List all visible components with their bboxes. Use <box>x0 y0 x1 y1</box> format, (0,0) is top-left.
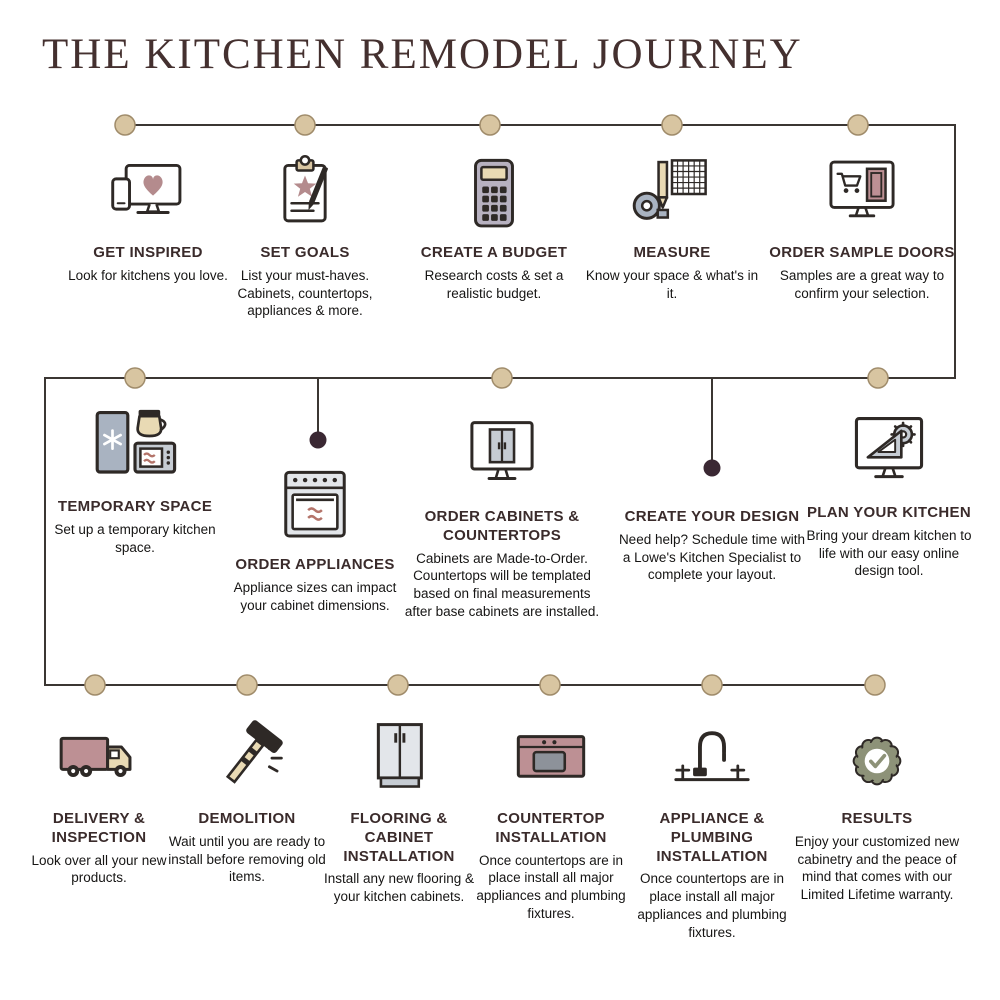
step-demolition: DEMOLITION Wait until you are ready to i… <box>162 710 332 886</box>
badge-check-icon <box>785 710 969 802</box>
step-create-your-design: CREATE YOUR DESIGN Need help? Schedule t… <box>617 500 807 584</box>
step-title: DEMOLITION <box>198 810 296 827</box>
page-title: THE KITCHEN REMODEL JOURNEY <box>42 31 803 78</box>
step-desc: Set up a temporary kitchen space. <box>54 521 216 555</box>
step-desc: Install any new flooring & your kitchen … <box>323 871 475 905</box>
step-order-appliances: ORDER APPLIANCES Appliance sizes can imp… <box>225 458 405 614</box>
step-title: ORDER SAMPLE DOORS <box>769 244 955 261</box>
step-order-cabinets-countertops: ORDER CABINETS & COUNTERTOPS Cabinets ar… <box>404 408 600 621</box>
step-appliance-plumbing-installation: APPLIANCE & PLUMBING INSTALLATION Once c… <box>622 710 802 942</box>
step-order-sample-doors: ORDER SAMPLE DOORS Samples are a great w… <box>764 146 960 302</box>
countertop-sink-icon <box>465 710 637 802</box>
step-title: RESULTS <box>841 810 913 827</box>
step-title: CREATE YOUR DESIGN <box>624 508 800 525</box>
step-delivery-inspection: DELIVERY & INSPECTION Look over all your… <box>18 710 180 887</box>
faucet-icon <box>622 710 802 802</box>
tape-measure-icon <box>582 146 762 236</box>
step-title: DELIVERY & INSPECTION <box>51 810 147 846</box>
monitor-cart-door-icon <box>764 146 960 236</box>
step-desc: Look for kitchens you love. <box>68 267 228 283</box>
step-desc: List your must-haves. Cabinets, countert… <box>237 267 373 319</box>
step-title: PLAN YOUR KITCHEN <box>807 504 971 521</box>
step-desc: Know your space & what's in it. <box>585 267 759 301</box>
step-desc: Once countertops are in place install al… <box>637 871 787 940</box>
step-measure: MEASURE Know your space & what's in it. <box>582 146 762 302</box>
sledgehammer-icon <box>162 710 332 802</box>
step-desc: Wait until you are ready to install befo… <box>168 833 326 885</box>
truck-icon <box>18 710 180 802</box>
step-desc: Need help? Schedule time with a Lowe's K… <box>618 531 806 583</box>
step-countertop-installation: COUNTERTOP INSTALLATION Once countertops… <box>465 710 637 923</box>
step-title: ORDER APPLIANCES <box>235 556 395 573</box>
journey-node-dots <box>84 114 889 696</box>
step-desc: Enjoy your customized new cabinetry and … <box>794 833 960 903</box>
step-get-inspired: GET INSPIRED Look for kitchens you love. <box>58 146 238 285</box>
step-title: MEASURE <box>633 244 711 261</box>
mini-kitchen-icon <box>50 396 220 490</box>
step-results: RESULTS Enjoy your customized new cabine… <box>785 710 969 904</box>
step-desc: Research costs & set a realistic budget. <box>424 267 564 301</box>
clipboard-star-icon <box>215 146 395 236</box>
step-desc: Bring your dream kitchen to life with ou… <box>806 527 972 579</box>
monitor-heart-icon <box>58 146 238 236</box>
step-title: SET GOALS <box>260 244 350 261</box>
step-title: FLOORING & CABINET INSTALLATION <box>343 810 455 865</box>
calculator-icon <box>404 146 584 236</box>
step-desc: Cabinets are Made-to-Order. Countertops … <box>404 550 600 619</box>
range-icon <box>225 458 405 548</box>
step-flooring-cabinet-installation: FLOORING & CABINET INSTALLATION Install … <box>318 710 480 906</box>
step-title: APPLIANCE & PLUMBING INSTALLATION <box>656 810 768 865</box>
step-create-budget: CREATE A BUDGET Research costs & set a r… <box>404 146 584 302</box>
step-set-goals: SET GOALS List your must-haves. Cabinets… <box>215 146 395 320</box>
step-title: COUNTERTOP INSTALLATION <box>495 810 607 846</box>
step-title: ORDER CABINETS & COUNTERTOPS <box>424 508 580 544</box>
journey-dark-dots <box>309 431 721 477</box>
step-desc: Once countertops are in place install al… <box>476 852 626 921</box>
step-title: GET INSPIRED <box>93 244 203 261</box>
step-title: CREATE A BUDGET <box>420 244 568 261</box>
step-desc: Samples are a great way to confirm your … <box>779 267 945 301</box>
monitor-ruler-gear-icon <box>803 402 975 496</box>
step-desc: Look over all your new products. <box>31 852 167 886</box>
cabinet-icon <box>318 710 480 802</box>
step-temporary-space: TEMPORARY SPACE Set up a temporary kitch… <box>50 396 220 556</box>
step-plan-your-kitchen: PLAN YOUR KITCHEN Bring your dream kitch… <box>803 402 975 580</box>
step-title: TEMPORARY SPACE <box>57 498 213 515</box>
step-desc: Appliance sizes can impact your cabinet … <box>233 579 397 613</box>
monitor-cabinet-icon <box>404 408 600 500</box>
